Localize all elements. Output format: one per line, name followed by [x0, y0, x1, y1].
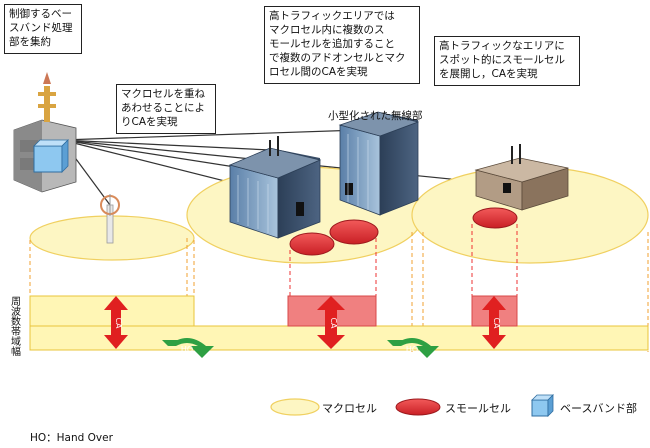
legend-small-swatch — [395, 398, 441, 416]
callout-spot-small-cell: 高トラフィックなエリアに スポット的にスモールセル を展開し，CAを実現 — [434, 36, 580, 86]
legend-baseband-swatch — [531, 394, 554, 417]
ca-label-1: CA — [114, 317, 123, 329]
ho-arrow-1 — [162, 338, 214, 358]
callout-baseband: 制御するベー スバンド処理 部を集約 — [4, 4, 82, 54]
legend-baseband-label: ベースバンド部 — [560, 402, 637, 415]
building-3 — [474, 144, 569, 211]
callout-macro-ca: マクロセルを重ね あわせることによ りCAを実現 — [116, 84, 216, 134]
small-cell-2 — [329, 219, 379, 245]
macro-antenna-left — [100, 194, 120, 244]
callout-high-traffic-area: 高トラフィックエリアでは マクロセル内に複数のス モールセルを追加すること で複… — [264, 6, 420, 84]
small-cell-1 — [289, 232, 335, 256]
small-cell-3 — [472, 207, 518, 229]
ca-label-2: CA — [329, 317, 338, 329]
label-radio-unit: 小型化された無線部 — [328, 110, 423, 122]
ho-arrow-2 — [387, 338, 439, 358]
ca-label-3: CA — [492, 317, 501, 329]
legend-macro-label: マクロセル — [322, 402, 377, 415]
footnote-ho: HO：Hand Over — [30, 432, 113, 444]
ho-label-1: HO — [181, 345, 193, 354]
ho-label-2: HO — [406, 345, 418, 354]
ca-arrow-2 — [317, 296, 345, 349]
baseband-building — [13, 72, 77, 193]
ca-arrow-3 — [482, 296, 506, 349]
ca-arrow-1 — [104, 296, 128, 349]
projection-lines — [289, 224, 518, 296]
building-1 — [228, 136, 322, 239]
building-2 — [338, 111, 420, 216]
frequency-axis-label: 周波数帯域幅 — [9, 296, 21, 357]
legend-macro-swatch — [270, 398, 320, 416]
legend-small-label: スモールセル — [445, 402, 511, 415]
